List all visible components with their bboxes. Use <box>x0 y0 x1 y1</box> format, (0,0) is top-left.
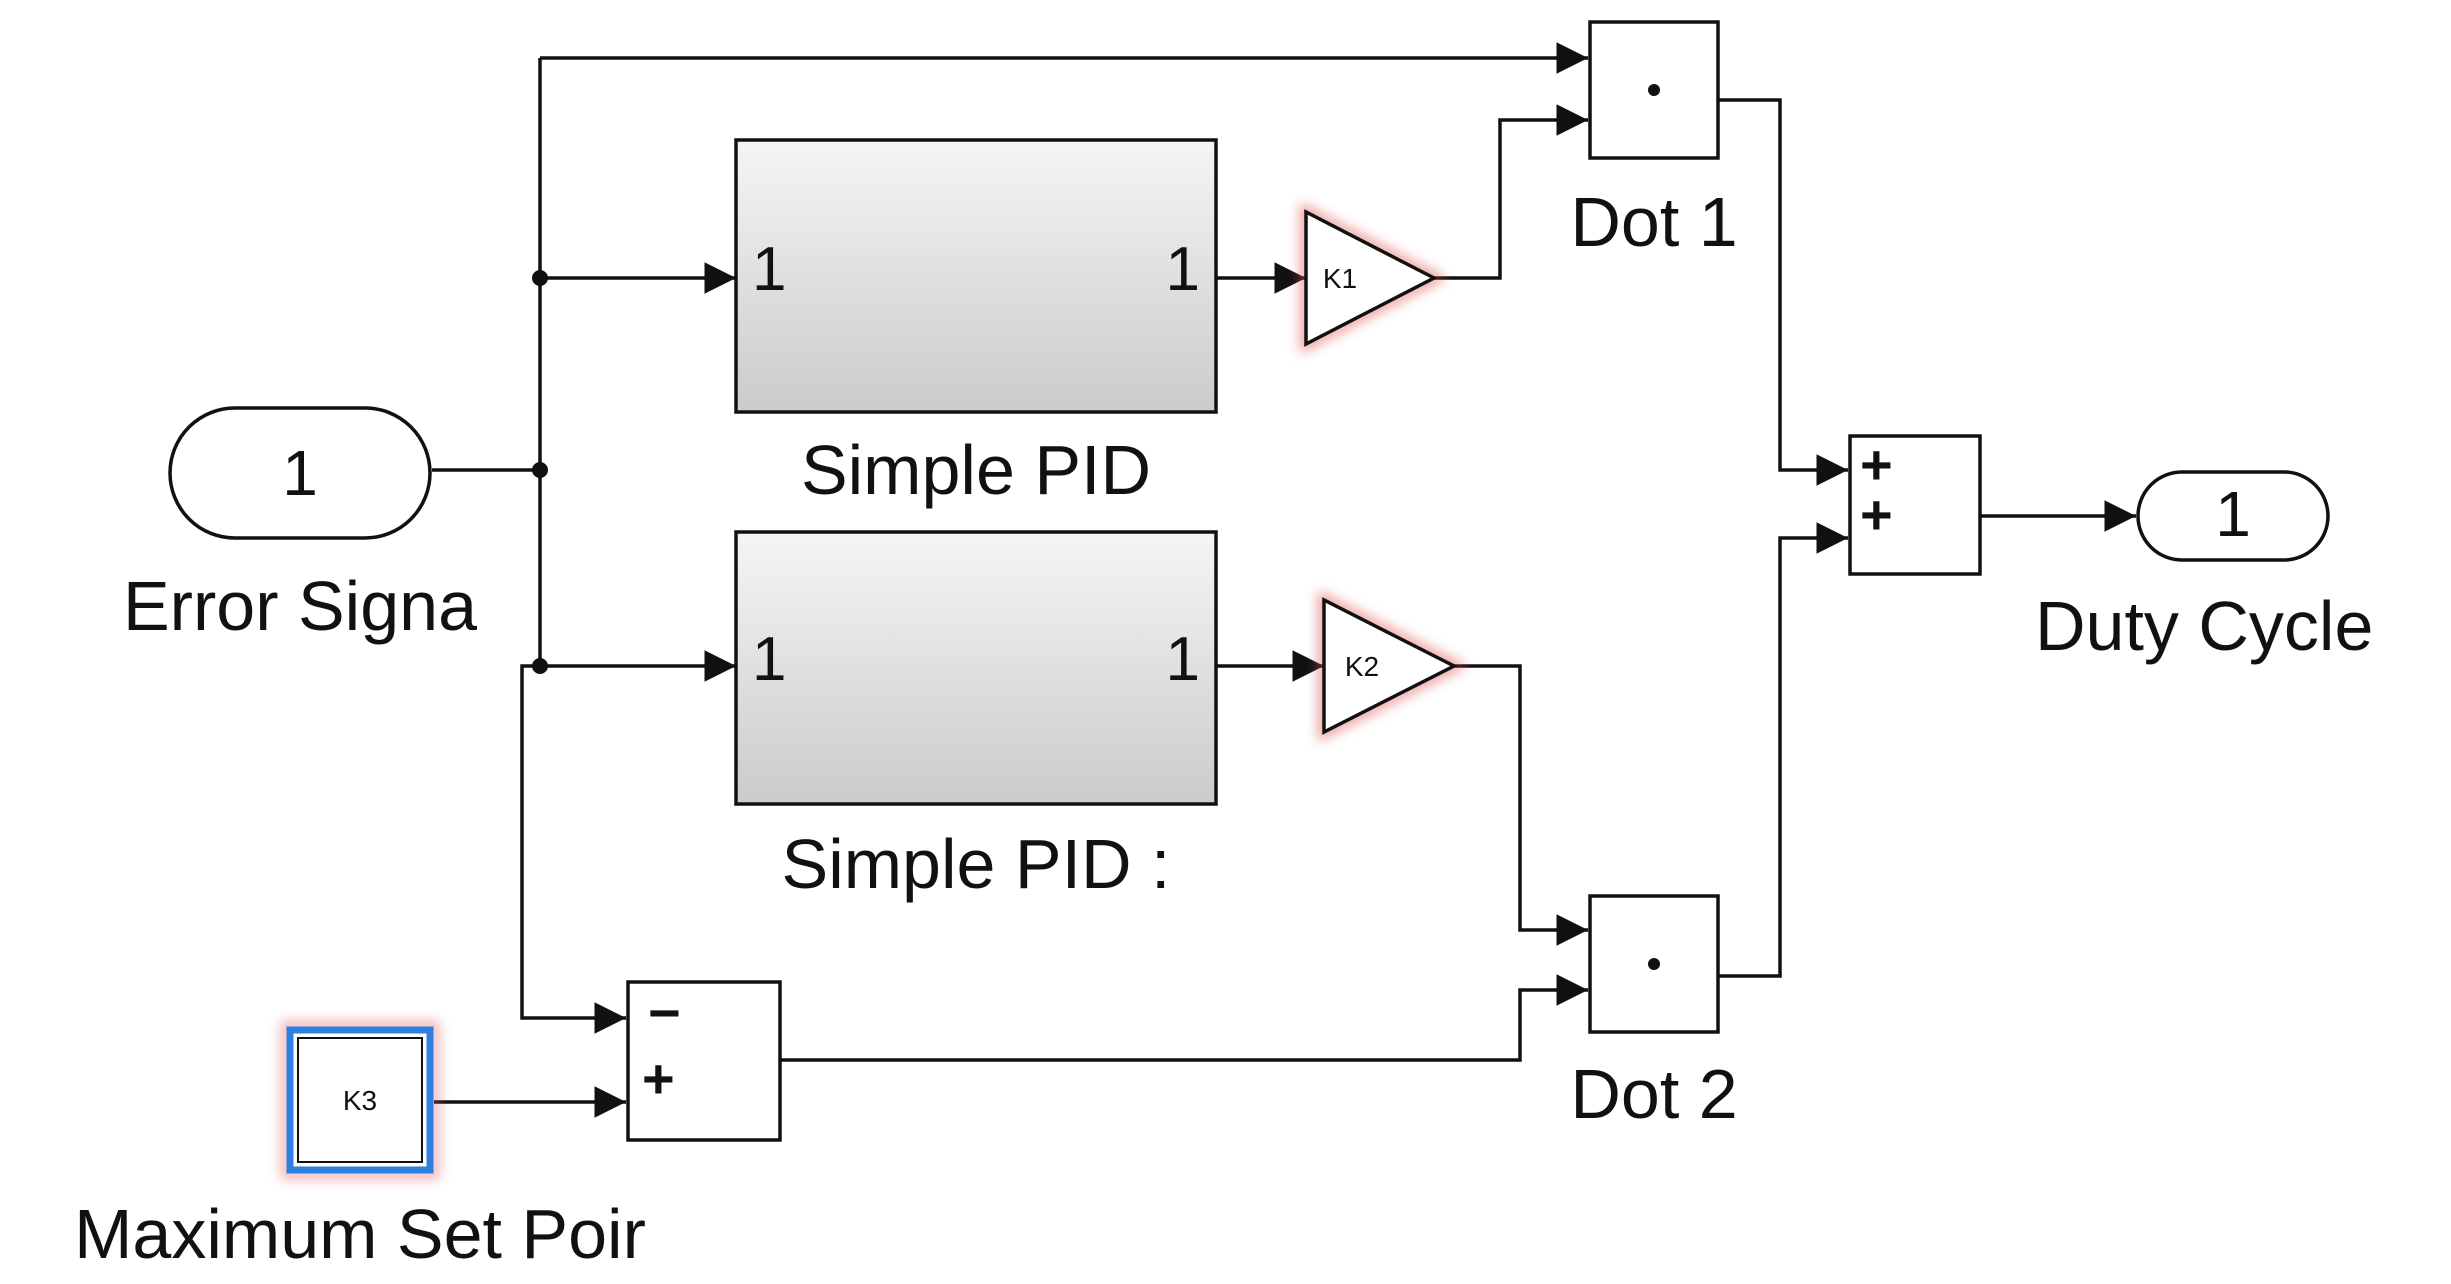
gain-value: K1 <box>1323 263 1357 294</box>
inport-error-signal[interactable]: 1 Error Signa <box>123 406 477 645</box>
inport-number: 1 <box>282 437 318 509</box>
sum-block-subtract[interactable]: − + <box>626 980 782 1142</box>
subsystem-label: Simple PID <box>801 431 1151 509</box>
wire-k1-to-dot1[interactable] <box>1434 104 1588 280</box>
gain-block-k2[interactable]: K2 <box>1318 590 1468 742</box>
dot-symbol <box>1648 84 1660 96</box>
wire-k2-to-dot2[interactable] <box>1454 664 1588 946</box>
subsystem-simple-pid[interactable]: 1 1 Simple PID <box>734 138 1218 509</box>
subsystem-out-port: 1 <box>1166 235 1200 304</box>
gain-block-k1[interactable]: K1 <box>1300 202 1448 354</box>
wire-sum-to-dot2[interactable] <box>780 974 1588 1062</box>
signal-lines <box>432 42 2136 1118</box>
inport-label: Error Signa <box>123 567 477 645</box>
outport-duty-cycle[interactable]: 1 <box>2136 470 2330 562</box>
dot-label: Dot 2 <box>1570 1055 1737 1133</box>
sum-sign-plus: + <box>1860 483 1893 546</box>
dot-label: Dot 1 <box>1570 183 1737 261</box>
branch-points <box>532 270 548 674</box>
subsystem-label: Simple PID : <box>782 825 1171 903</box>
wire-dot2-to-add[interactable] <box>1718 522 1848 978</box>
subsystem-in-port: 1 <box>752 625 786 694</box>
constant-value: K3 <box>343 1085 377 1116</box>
constant-label: Maximum Set Poir <box>74 1195 646 1273</box>
sum-block-add[interactable]: + + <box>1848 433 1982 576</box>
wire-error-to-sum[interactable] <box>520 664 626 1034</box>
sum-sign-minus: − <box>648 981 681 1044</box>
wire-dot1-to-add[interactable] <box>1718 98 1848 486</box>
dot-symbol <box>1648 958 1660 970</box>
subsystem-simple-pid-2[interactable]: 1 1 Simple PID : <box>734 530 1218 903</box>
outport-number: 1 <box>2215 478 2251 550</box>
subsystem-out-port: 1 <box>1166 625 1200 694</box>
constant-block-k3[interactable]: K3 Maximum Set Poir <box>74 1021 646 1273</box>
dot-product-block-2[interactable]: Dot 2 <box>1570 894 1738 1133</box>
outport-label: Duty Cycle <box>2035 587 2373 665</box>
sum-sign-plus: + <box>642 1047 675 1110</box>
branch-point <box>532 270 548 286</box>
branch-point <box>532 462 548 478</box>
gain-value: K2 <box>1345 651 1379 682</box>
subsystem-in-port: 1 <box>752 235 786 304</box>
branch-point <box>532 658 548 674</box>
sum-sign-plus: + <box>1860 433 1893 496</box>
dot-product-block-1[interactable]: Dot 1 <box>1570 20 1738 261</box>
